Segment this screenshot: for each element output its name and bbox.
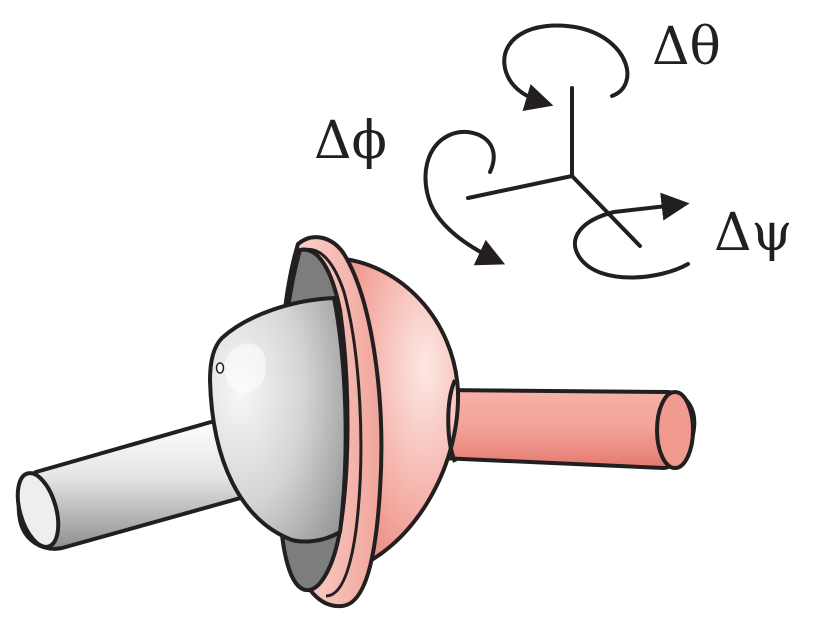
rotation-axes [423,23,690,280]
left-axis [466,174,574,200]
grey-rod-end [15,471,61,549]
theta-rotation-arrow [502,23,630,111]
grey-ball [208,296,348,544]
phi-rotation-arrow [423,130,506,266]
label-delta-theta: Δθ [652,17,721,77]
grey-ball-pole [215,362,225,374]
pink-rod-end [655,390,695,470]
diagonal-axis [570,174,642,248]
label-delta-phi: Δϕ [314,111,387,171]
flange-inner-edge [303,247,363,598]
grey-ball-highlight [224,343,266,394]
pink-ball-neck [446,379,457,463]
ball-joint [15,235,697,609]
label-delta-psi: Δψ [714,203,792,263]
psi-rotation-arrow [573,192,690,280]
